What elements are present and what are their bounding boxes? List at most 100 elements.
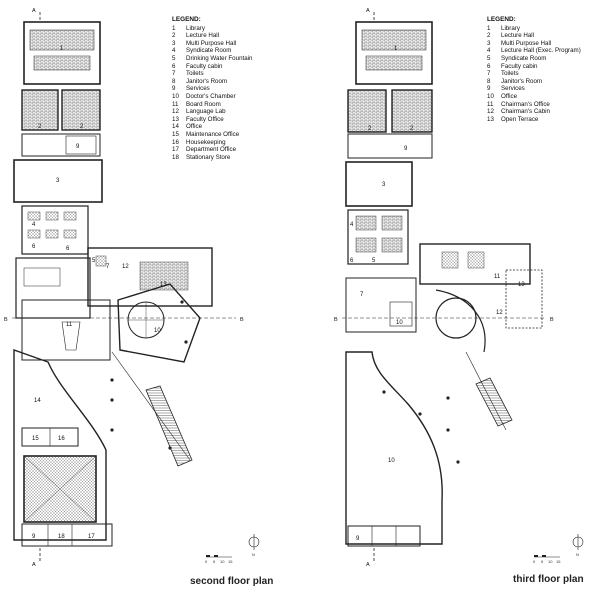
- room-label: 10: [396, 320, 403, 326]
- room-label: 3: [56, 178, 60, 184]
- room-label: 2: [410, 126, 414, 132]
- open-terrace: [505, 269, 543, 329]
- legend-item: 9 Services: [487, 85, 581, 93]
- lecture-hall-left: [21, 89, 59, 131]
- legend-item-number: 16: [172, 138, 179, 146]
- legend-item: 1 Library: [172, 25, 253, 33]
- legend-item-number: 11: [172, 100, 179, 108]
- legend-item-number: 12: [172, 108, 179, 116]
- section-b-right-label: B: [240, 317, 244, 323]
- third-floor-plan: [342, 12, 546, 562]
- legend-title: LEGEND:: [487, 16, 516, 23]
- room-label: 4: [350, 222, 354, 228]
- second-floor-plan: [12, 12, 236, 562]
- legend-item-number: 3: [172, 39, 176, 47]
- legend-item-label: Chairman's Office: [501, 100, 550, 108]
- office-14-curve: [13, 349, 107, 541]
- room-label: 4: [32, 222, 36, 228]
- section-b-right-label: B: [550, 317, 554, 323]
- legend-item: 2 Lecture Hall: [172, 32, 253, 40]
- legend-item-number: 2: [172, 32, 176, 40]
- legend-item-number: 2: [487, 32, 491, 40]
- legend-item: 12 Chairman's Cabin: [487, 108, 581, 116]
- legend-item-label: Library: [501, 24, 520, 32]
- legend-item-number: 8: [172, 77, 176, 85]
- scale-tick: 5: [213, 559, 216, 564]
- board-room-wedge: [117, 283, 201, 363]
- section-a-bottom-label: A: [366, 562, 370, 568]
- legend-item-label: Faculty Office: [186, 115, 224, 123]
- section-b-left-label: B: [334, 317, 338, 323]
- legend-item-number: 9: [487, 85, 491, 93]
- legend-item-number: 9: [172, 85, 176, 93]
- legend-item-label: Toilets: [501, 70, 519, 78]
- scale-tick: 0: [533, 559, 536, 564]
- room-label: 7: [106, 264, 110, 270]
- room-label: 10: [388, 458, 395, 464]
- library-room: [23, 21, 101, 85]
- legend-item: 16 Housekeeping: [172, 139, 253, 147]
- legend-item-label: Faculty cabin: [186, 62, 223, 70]
- legend-item-number: 18: [172, 153, 179, 161]
- third-floor-room-labels: 1 2 2 9 3 4 6 5 11 13 12 7 10 10 9 A A B…: [334, 8, 554, 568]
- second-floor-scale-bar: 0 5 10 15: [205, 555, 233, 564]
- columns: [382, 390, 460, 464]
- services-block: [21, 133, 101, 157]
- section-a-top-label: A: [32, 8, 36, 14]
- north-arrow-icon: N: [572, 534, 584, 557]
- legend-item-number: 10: [487, 92, 494, 100]
- language-lab: [21, 299, 111, 361]
- third-floor-scale-bar: 0 5 10 15: [533, 555, 561, 564]
- legend-item-label: Syndicate Room: [501, 54, 547, 62]
- legend-item-number: 12: [487, 108, 494, 116]
- toilets-block: [345, 277, 417, 333]
- multi-purpose-hall: [345, 161, 413, 207]
- stair-ramp: [475, 377, 513, 427]
- second-floor-plan-title: second floor plan: [190, 576, 274, 587]
- exec-lecture-halls: [347, 209, 409, 265]
- room-label: 2: [368, 126, 372, 132]
- room-label: 1: [394, 46, 398, 52]
- stair-ramp: [145, 385, 193, 467]
- legend-item-label: Library: [186, 24, 205, 32]
- room-label: 14: [34, 398, 41, 404]
- legend-item-label: Open Terrace: [501, 115, 539, 123]
- legend-item-number: 13: [172, 115, 179, 123]
- legend-item-label: Housekeeping: [186, 138, 226, 146]
- scale-tick: 10: [220, 559, 225, 564]
- legend-item-label: Chairman's Cabin: [501, 108, 550, 116]
- legend-item-number: 7: [172, 70, 176, 78]
- legend-item-number: 1: [487, 24, 491, 32]
- north-arrow-icon: N: [248, 534, 260, 557]
- room-label: 11: [66, 322, 73, 328]
- room-label: 6: [32, 244, 36, 250]
- legend-item-label: Services: [501, 85, 525, 93]
- legend-item-number: 1: [172, 24, 176, 32]
- room-label: 2: [38, 124, 42, 130]
- legend-item-number: 7: [487, 70, 491, 78]
- room-label: 6: [66, 246, 70, 252]
- faculty-wing: [87, 247, 213, 307]
- office-10-curve: [345, 351, 443, 545]
- room-label: 13: [160, 282, 167, 288]
- legend-item-number: 4: [172, 47, 176, 55]
- legend-item-label: Lecture Hall: [186, 32, 220, 40]
- legend-item: 13 Faculty Office: [172, 116, 253, 124]
- library-tables: [33, 55, 91, 71]
- lecture-hall-right: [391, 89, 433, 133]
- room-label: 7: [360, 292, 364, 298]
